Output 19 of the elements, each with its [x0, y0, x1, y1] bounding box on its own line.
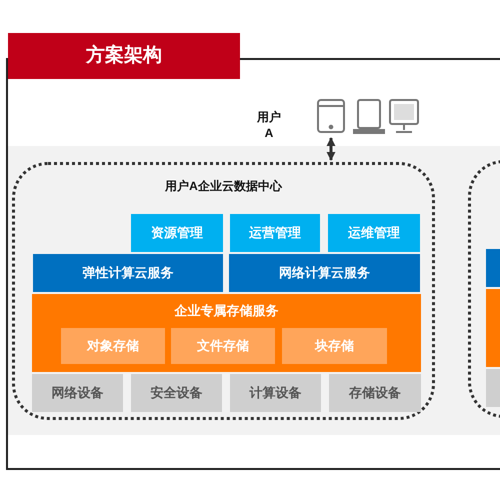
double-arrow: [326, 137, 336, 161]
module-box: 资源管理: [131, 214, 223, 252]
device-box: 存储设备: [329, 374, 421, 412]
heading: 用户A企业云数据中心: [164, 178, 284, 195]
user-label: 用户A: [256, 110, 282, 142]
device-box: 计算设备: [230, 374, 321, 412]
datacenter-container: [12, 162, 435, 420]
device-box: 安全设备: [131, 374, 222, 412]
heading: 企业专属存储服务: [173, 302, 280, 320]
storage-box: 对象存储: [61, 328, 165, 364]
heading: 方案架构: [8, 33, 240, 79]
device-box: 网络设备: [32, 374, 123, 412]
storage-service-panel: [32, 294, 421, 372]
module-box: 运维管理: [328, 214, 420, 252]
storage-box: 块存储: [282, 328, 387, 364]
service-box: 网络计算云服务: [229, 254, 420, 292]
storage-box: 文件存储: [171, 328, 275, 364]
module-box: 运营管理: [230, 214, 320, 252]
service-box: 弹性计算云服务: [33, 254, 223, 292]
